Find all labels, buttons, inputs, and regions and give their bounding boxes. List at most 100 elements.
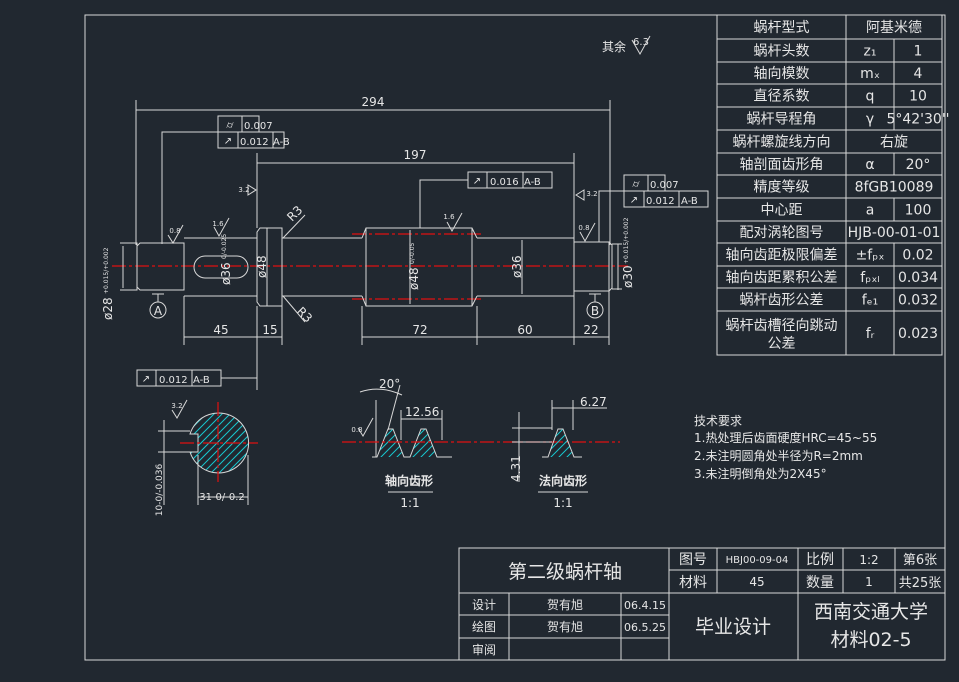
hatch-line [500, 420, 540, 460]
gdt-frame-left: ⌭↗ 0.007 0.012 A-B [161, 115, 290, 244]
svg-text:0.012: 0.012 [646, 196, 675, 207]
design-date: 06.4.15 [624, 599, 666, 612]
dim-15: 15 [262, 323, 277, 337]
svg-text:审阅: 审阅 [472, 642, 496, 657]
axial-profile-scale: 1:1 [400, 496, 419, 510]
param-value: 阿基米德 [866, 19, 922, 36]
param-value: 1 [914, 44, 923, 60]
roughness-symbol-icon [631, 35, 651, 56]
param-symbol: α [865, 157, 874, 173]
roughness-symbols-icon [167, 184, 596, 244]
tech-title: 技术要求 [694, 414, 742, 428]
total-sheets: 共25张 [899, 576, 942, 591]
param-value: 20° [906, 157, 931, 173]
datum-b: B [591, 304, 599, 318]
param-symbol: z₁ [864, 44, 877, 60]
normal-profile-scale: 1:1 [553, 496, 572, 510]
normal-profile-title: 法向齿形 [539, 473, 587, 488]
runout-icon: ↗ [142, 374, 150, 385]
param-label: 精度等级 [754, 179, 810, 196]
svg-text:图号: 图号 [679, 552, 707, 568]
dim-dia48-worm: ø48 [407, 267, 421, 290]
param-value: 5°42'30'' [886, 112, 949, 128]
hatch-line [571, 429, 574, 457]
dim-45: 45 [213, 323, 228, 337]
param-symbol: q [866, 89, 875, 105]
dim-normal-thickness: 6.27 [580, 395, 607, 409]
svg-text:0/-0.025: 0/-0.025 [221, 234, 228, 259]
svg-text:0/-0.05: 0/-0.05 [409, 242, 416, 264]
hatch-line [433, 429, 437, 457]
dim-dia36-keyed: ø36 [219, 262, 233, 285]
hatch-line [377, 429, 411, 457]
fillet-r3-bottom: R3 [294, 304, 315, 325]
param-value: 0.023 [898, 326, 938, 342]
param-symbol: fᵣ [866, 326, 875, 342]
cylindricity-icon: ⌭ [632, 179, 640, 190]
dim-axial-pitch: 12.56 [405, 405, 439, 419]
hatch-line [548, 429, 557, 457]
runout-icon: ↗ [473, 176, 481, 187]
svg-text:3.2: 3.2 [586, 190, 597, 198]
cylindricity-icon: ⌭ [226, 120, 234, 131]
fillet-r3-top: R3 [284, 203, 305, 224]
dim-dia48-collar: ø48 [255, 255, 269, 278]
svg-text:0.016: 0.016 [490, 177, 519, 188]
surface-note-label: 其余 [602, 39, 626, 54]
param-value: 0.032 [898, 293, 938, 309]
part-name: 第二级蜗杆轴 [508, 561, 622, 583]
normal-tooth-profile: 6.27 4.31 法向齿形 1:1 [500, 395, 607, 510]
dim-key-width: 31-0/-0.2 [199, 492, 245, 503]
title-block: 第二级蜗杆轴 图号 HBJ00-09-04 比例 1:2 第6张 材料 45 数… [458, 547, 946, 661]
svg-text:0.8: 0.8 [351, 426, 362, 434]
scale: 1:2 [859, 553, 878, 567]
hatch-line [330, 420, 370, 460]
hatch-line [201, 413, 249, 474]
dim-72: 72 [412, 323, 427, 337]
keyway-section-view: 3.2 10-0/-0.036 31-0/-0.2 [155, 399, 258, 516]
svg-text:1.6: 1.6 [443, 213, 455, 221]
class-name: 材料02-5 [830, 629, 911, 651]
svg-text:A-B: A-B [273, 137, 290, 148]
svg-text:0.012: 0.012 [159, 375, 188, 386]
dim-294: 294 [362, 95, 385, 109]
param-value: HJB-00-01-01 [848, 225, 941, 241]
param-label: 蜗杆头数 [754, 44, 810, 60]
param-value: 4 [914, 66, 923, 82]
hatch-line [190, 413, 249, 474]
hatch-line [393, 429, 435, 457]
param-symbol: fₚₓₗ [860, 270, 879, 286]
param-value: 右旋 [880, 135, 908, 151]
svg-text:0.007: 0.007 [244, 121, 273, 132]
svg-text:设计: 设计 [472, 598, 496, 612]
dim-dia30: ø30 [621, 265, 635, 288]
technical-requirements: 技术要求 1.热处理后齿面硬度HRC=45~55 2.未注明圆角处半径为R=2m… [694, 414, 877, 481]
hatch-line [548, 429, 574, 457]
param-label: 蜗杆齿槽径向跳动 [726, 318, 838, 334]
svg-text:材料: 材料 [679, 575, 707, 591]
param-value: 100 [905, 203, 932, 219]
param-value: 10 [909, 89, 927, 105]
svg-text:A-B: A-B [524, 177, 541, 188]
hatch-line [241, 413, 249, 474]
hatch-line [190, 413, 249, 474]
tech-item: 1.热处理后齿面硬度HRC=45~55 [694, 430, 877, 445]
dim-197: 197 [404, 148, 427, 162]
svg-text:1.6: 1.6 [212, 220, 224, 228]
svg-text:+0.015/+0.002: +0.015/+0.002 [103, 247, 110, 294]
param-label: 蜗杆齿形公差 [740, 293, 824, 309]
param-symbol: a [866, 203, 875, 219]
tech-item: 2.未注明圆角处半径为R=2mm [694, 448, 863, 463]
dim-dia28: ø28 [101, 297, 115, 320]
param-symbol: mₓ [860, 66, 880, 82]
param-symbol: fₑ₁ [862, 293, 878, 309]
hatch-line [417, 429, 437, 457]
hatch-line [563, 429, 574, 457]
svg-text:3.2: 3.2 [238, 186, 249, 194]
dim-tooth-height: 4.31 [509, 455, 523, 482]
dim-60: 60 [517, 323, 532, 337]
gdt-frame-worm: ↗ 0.016 A-B [419, 171, 553, 228]
hatch-line [555, 429, 574, 457]
svg-text:公差: 公差 [768, 336, 796, 352]
